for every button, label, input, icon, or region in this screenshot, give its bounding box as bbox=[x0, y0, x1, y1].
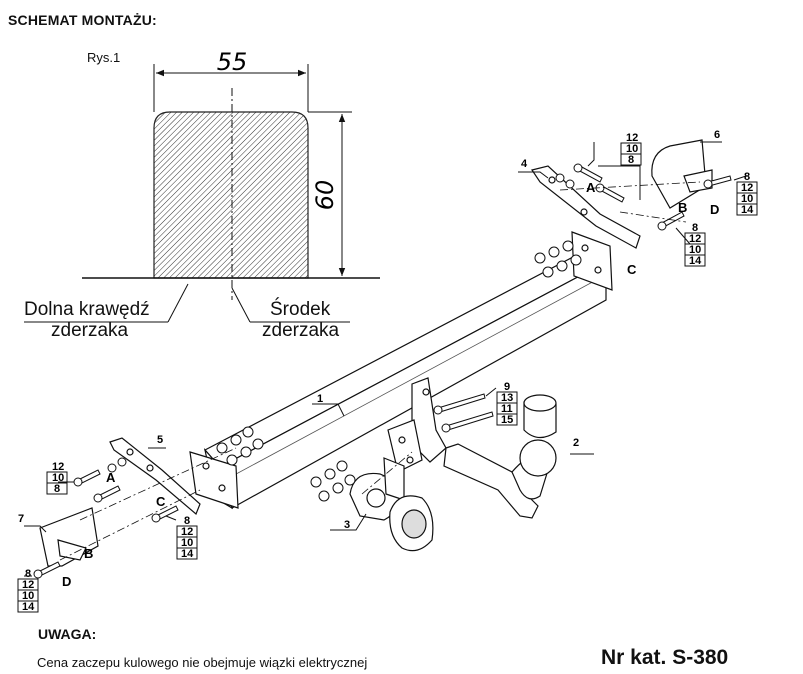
bolts-left bbox=[33, 457, 179, 579]
spec-top-right-12-10-8: 12 10 8 bbox=[620, 132, 642, 166]
spec-center-9-13-11-15: 9 13 11 15 bbox=[496, 381, 518, 426]
spec-value: 11 bbox=[501, 403, 513, 415]
spec-value: 14 bbox=[689, 255, 702, 267]
part-number-5: 5 bbox=[157, 434, 163, 446]
spec-value: 12 bbox=[741, 182, 753, 194]
point-c-right: C bbox=[627, 262, 637, 277]
spec-value: 8 bbox=[54, 483, 60, 495]
part-number-2: 2 bbox=[573, 437, 579, 449]
point-b-right: B bbox=[678, 200, 687, 215]
point-d-right: D bbox=[710, 202, 719, 217]
nut-group-left bbox=[216, 426, 264, 466]
left-outer-bracket bbox=[39, 507, 99, 567]
center-label-line1: Środek bbox=[270, 299, 331, 320]
point-c-left: C bbox=[156, 494, 166, 509]
spec-left-center-8-12-10-14: 8 12 10 14 bbox=[176, 515, 198, 560]
center-label-line2: zderzaka bbox=[262, 320, 340, 341]
spec-value: 12 bbox=[22, 579, 34, 591]
right-mounting-plate bbox=[571, 231, 613, 291]
bottom-edge-label-line1: Dolna krawędź bbox=[24, 299, 150, 320]
spec-value: 10 bbox=[22, 590, 34, 602]
spec-value: 8 bbox=[628, 154, 634, 166]
part-number-4: 4 bbox=[521, 158, 528, 170]
bumper-cross-section bbox=[24, 64, 380, 323]
figure-label: Rys.1 bbox=[87, 50, 121, 65]
nut-group-right bbox=[534, 240, 582, 278]
width-dimension-value: 55 bbox=[217, 48, 248, 76]
nut-group-center bbox=[310, 460, 356, 502]
spec-value: 10 bbox=[181, 537, 193, 549]
point-d-left: D bbox=[62, 574, 71, 589]
spec-value: 14 bbox=[22, 601, 35, 613]
catalog-number: Nr kat. S-380 bbox=[601, 646, 729, 669]
spec-value: 15 bbox=[501, 414, 513, 426]
part-number-6: 6 bbox=[714, 129, 720, 141]
height-dimension-value: 60 bbox=[311, 180, 339, 211]
tow-ball-arm bbox=[443, 394, 557, 519]
spec-value: 12 bbox=[181, 526, 193, 538]
spec-value: 14 bbox=[741, 204, 754, 216]
spec-value: 8 bbox=[184, 515, 190, 527]
spec-value: 8 bbox=[744, 171, 750, 183]
part-number-3: 3 bbox=[344, 519, 350, 531]
right-side-bracket bbox=[531, 165, 641, 249]
spec-value: 12 bbox=[626, 132, 638, 144]
warning-heading: UWAGA: bbox=[38, 626, 97, 642]
spec-value: 14 bbox=[181, 548, 194, 560]
spec-value: 10 bbox=[689, 244, 701, 256]
point-b-left: B bbox=[84, 546, 93, 561]
spec-value: 10 bbox=[741, 193, 753, 205]
spec-left-12-10-8: 12 10 8 bbox=[46, 461, 68, 495]
spec-value: 8 bbox=[25, 568, 31, 580]
spec-right-8-12-10-14-lower: 8 12 10 14 bbox=[684, 222, 706, 267]
page-title: SCHEMAT MONTAŻU: bbox=[8, 12, 157, 28]
spec-value: 10 bbox=[52, 472, 64, 484]
spec-value: 12 bbox=[52, 461, 64, 473]
spec-value: 10 bbox=[626, 143, 638, 155]
bolts-center bbox=[433, 393, 494, 433]
spec-value: 8 bbox=[692, 222, 698, 234]
right-outer-bracket bbox=[651, 139, 713, 209]
spec-value: 13 bbox=[501, 392, 513, 404]
socket-plate bbox=[349, 457, 405, 521]
point-a-right: A bbox=[586, 180, 596, 195]
spec-value: 9 bbox=[504, 381, 510, 393]
part-number-7: 7 bbox=[18, 513, 24, 525]
spec-value: 12 bbox=[689, 233, 701, 245]
left-mounting-plate bbox=[189, 451, 239, 509]
leader-lines bbox=[24, 141, 747, 577]
left-side-bracket bbox=[109, 437, 201, 515]
warning-note: Cena zaczepu kulowego nie obejmuje wiązk… bbox=[37, 655, 368, 670]
spec-left-bottom-8-12-10-14: 8 12 10 14 bbox=[17, 568, 39, 613]
bottom-edge-label-line2: zderzaka bbox=[51, 320, 129, 341]
electrical-socket bbox=[389, 495, 434, 552]
spec-right-8-12-10-14-upper: 8 12 10 14 bbox=[736, 171, 758, 216]
part-number-1: 1 bbox=[317, 393, 323, 405]
alignment-lines bbox=[59, 181, 701, 561]
point-a-left: A bbox=[106, 470, 116, 485]
